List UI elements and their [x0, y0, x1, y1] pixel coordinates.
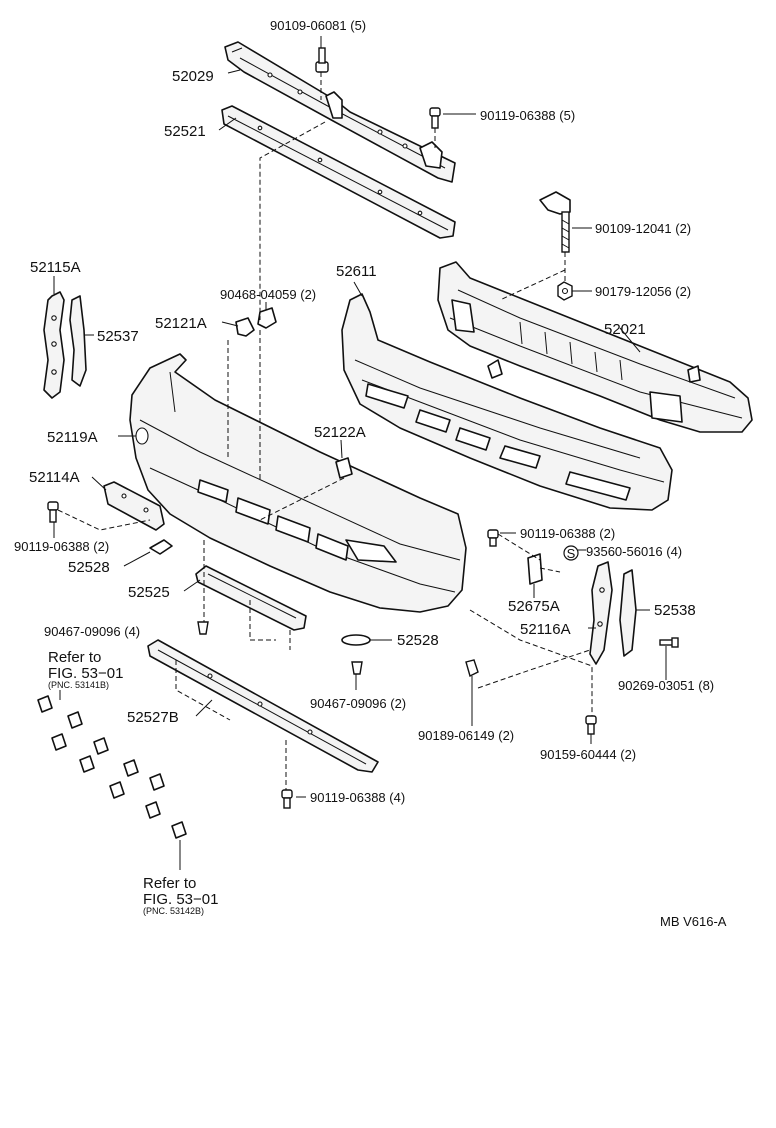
dashed-assembly-lines — [57, 72, 593, 790]
label-90179-12056: 90179-12056 (2) — [595, 284, 691, 299]
label-52538: 52538 — [654, 602, 696, 619]
label-90119-06388-right: 90119-06388 (2) — [520, 526, 615, 541]
label-52114A: 52114A — [29, 469, 80, 486]
label-52521: 52521 — [164, 123, 206, 140]
label-52537: 52537 — [97, 328, 139, 345]
label-52119A: 52119A — [47, 429, 98, 446]
label-52525: 52525 — [128, 584, 170, 601]
side-retainer-52115A — [43, 291, 65, 399]
bolt-90159-60444 — [585, 715, 597, 735]
bolt-90119-06388-right — [487, 529, 499, 547]
refer-bottom-line2: FIG. 53−01 — [143, 891, 218, 908]
label-90109-12041: 90109-12041 (2) — [595, 221, 691, 236]
label-93560-56016: 93560-56016 (4) — [586, 544, 682, 559]
side-spacer-52538 — [619, 569, 637, 657]
refer-top-pnc: (PNC. 53141B) — [48, 680, 109, 690]
label-90119-06388-left: 90119-06388 (2) — [14, 539, 109, 554]
side-retainer-52116A — [589, 561, 613, 665]
screw-90269-03051 — [659, 637, 679, 648]
bolt-90119-06388-top — [429, 107, 441, 129]
refer-bottom-pnc: (PNC. 53142B) — [143, 906, 204, 916]
label-90467-09096-left: 90467-09096 (4) — [44, 624, 140, 639]
seal-52528-mid — [341, 634, 371, 646]
refer-bottom-line1: Refer to — [143, 875, 196, 892]
part-labels: 90109-06081 (5) 52029 52521 90119-06388 … — [14, 18, 727, 929]
lower-bar-52527B — [147, 639, 379, 773]
label-52122A: 52122A — [314, 424, 366, 441]
seal-52528-left — [149, 539, 173, 555]
clip-group-refer — [37, 695, 187, 839]
bracket-52114A — [103, 481, 165, 531]
clip-90467-09096-left — [197, 621, 209, 635]
bracket-52122A — [335, 457, 353, 479]
bumper-reinforcement-52021 — [437, 261, 753, 433]
bolt-90109-06081 — [315, 47, 329, 73]
clip-90468-04059 — [257, 307, 277, 329]
reinforcement-52521 — [221, 105, 456, 239]
label-52528-left: 52528 — [68, 559, 110, 576]
bumper-cover-52119A — [129, 353, 467, 613]
clip-52675A — [527, 553, 543, 585]
label-90269-03051: 90269-03051 (8) — [618, 678, 714, 693]
s-mark-symbol: S — [563, 545, 579, 561]
refer-top-line1: Refer to — [48, 649, 101, 666]
label-90109-06081: 90109-06081 (5) — [270, 18, 366, 33]
clip-52121A — [235, 317, 255, 337]
bolt-90119-06388-left — [47, 501, 59, 523]
label-90468-04059: 90468-04059 (2) — [220, 287, 316, 302]
side-spacer-52537 — [69, 295, 87, 387]
label-52611: 52611 — [336, 263, 377, 280]
reinforcement-52029 — [224, 41, 456, 183]
label-52116A: 52116A — [520, 621, 571, 638]
label-90189-06149: 90189-06149 (2) — [418, 728, 514, 743]
label-52021: 52021 — [604, 321, 646, 338]
bolt-90119-06388-bottom — [281, 789, 293, 809]
bolt-90109-12041 — [539, 191, 571, 253]
label-90119-06388-bottom: 90119-06388 (4) — [310, 790, 405, 805]
clip-90467-09096-mid — [351, 661, 363, 675]
label-52527B: 52527B — [127, 709, 179, 726]
grille-52525 — [195, 565, 307, 631]
label-90119-06388-top: 90119-06388 (5) — [480, 108, 575, 123]
label-90159-60444: 90159-60444 (2) — [540, 747, 636, 762]
label-52121A: 52121A — [155, 315, 207, 332]
svg-text:S: S — [567, 546, 576, 561]
leader-lines — [53, 36, 667, 870]
absorber-52611 — [341, 293, 673, 511]
catalog-code: MB V616-A — [660, 914, 727, 929]
label-52528-mid: 52528 — [397, 632, 439, 649]
nut-90179-12056 — [557, 281, 573, 301]
label-52675A: 52675A — [508, 598, 560, 615]
label-52029: 52029 — [172, 68, 214, 85]
label-90467-09096-mid: 90467-09096 (2) — [310, 696, 406, 711]
label-52115A: 52115A — [30, 259, 81, 276]
refer-top-line2: FIG. 53−01 — [48, 665, 123, 682]
clip-90189-06149 — [465, 659, 479, 678]
